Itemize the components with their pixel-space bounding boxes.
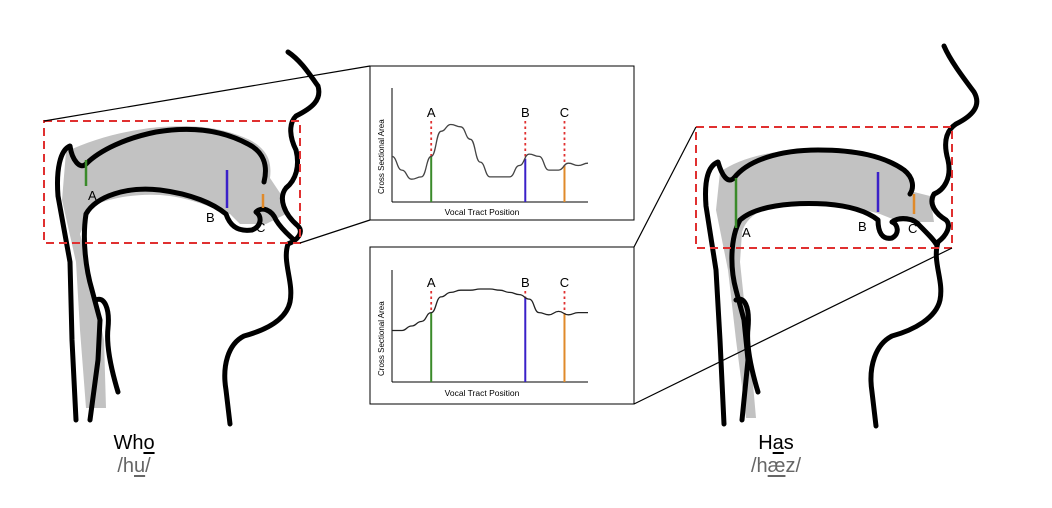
right-ipa-start: /h <box>750 455 768 477</box>
right-zoom-line-top <box>633 126 697 248</box>
left-palate-outline <box>83 126 268 185</box>
chart-marker-a-label: A <box>427 275 436 290</box>
left-label-a: A <box>88 188 97 203</box>
right-zoom-line-bottom <box>633 247 953 405</box>
right-word-end: s <box>783 432 794 454</box>
left-caption: Who /hu/ <box>64 432 204 478</box>
chart-panel-frame <box>369 65 635 221</box>
chart-marker-b-label: B <box>521 275 530 290</box>
left-uvula <box>93 296 121 395</box>
left-word-emphasis: o <box>143 432 155 454</box>
left-region-box <box>43 120 301 244</box>
right-face-outline <box>868 43 980 429</box>
left-vocal-tract <box>62 126 286 408</box>
right-region-box <box>695 126 953 249</box>
left-label-c: C <box>256 220 265 235</box>
left-ipa: /hu/ <box>64 454 204 478</box>
right-ipa: /hæz/ <box>706 454 846 478</box>
chart-xlabel: Vocal Tract Position <box>445 207 520 217</box>
chart-series-line <box>392 288 588 332</box>
left-back-outline <box>55 143 89 423</box>
right-back-outline <box>703 159 737 427</box>
right-label-b: B <box>858 219 867 234</box>
right-word-emphasis: a <box>772 432 784 454</box>
left-word: Who <box>64 432 204 454</box>
area-chart-has: Cross Sectional Area Vocal Tract Positio… <box>369 246 635 405</box>
left-zoom-line-bottom <box>299 219 371 244</box>
left-label-b: B <box>206 210 215 225</box>
right-word: Has <box>706 432 846 454</box>
left-ipa-emphasis: u <box>134 455 146 477</box>
left-tongue-outline <box>81 186 297 423</box>
right-uvula <box>733 296 761 395</box>
left-markers: A B C <box>84 160 265 235</box>
right-caption: Has /hæz/ <box>706 432 846 478</box>
right-ipa-emphasis: æ <box>767 455 786 477</box>
right-markers: A B C <box>734 172 917 240</box>
right-label-a: A <box>742 225 751 240</box>
chart-marker-c-label: C <box>560 275 569 290</box>
left-ipa-end: / <box>145 455 151 477</box>
chart-marker-b-label: B <box>521 105 530 120</box>
right-palate-outline <box>731 147 915 197</box>
chart-panel-frame <box>369 246 635 405</box>
chart-ylabel: Cross Sectional Area <box>377 119 386 194</box>
left-word-start: Wh <box>113 432 144 454</box>
left-head-profile <box>55 49 322 427</box>
chart-series-line <box>391 123 589 180</box>
right-tongue-outline <box>729 201 939 423</box>
chart-ylabel: Cross Sectional Area <box>377 301 386 376</box>
chart-marker-c-label: C <box>560 105 569 120</box>
right-head-profile <box>703 43 980 429</box>
right-label-c: C <box>908 221 917 236</box>
chart-marker-a-label: A <box>427 105 436 120</box>
left-face-outline <box>222 49 322 427</box>
left-zoom-line-top <box>43 65 371 122</box>
right-ipa-end: z/ <box>785 455 802 477</box>
chart-xlabel: Vocal Tract Position <box>445 388 520 398</box>
area-chart-who: Cross Sectional Area Vocal Tract Positio… <box>369 65 635 221</box>
left-ipa-start: /h <box>117 455 134 477</box>
right-word-start: H <box>758 432 773 454</box>
